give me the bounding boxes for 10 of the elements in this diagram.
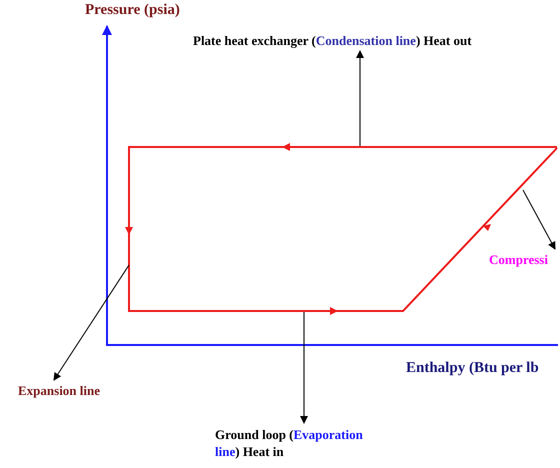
heat-in-label: Ground loop (Evaporation line) Heat in	[215, 426, 390, 460]
leader-arrow	[522, 190, 556, 250]
y-axis-title: Pressure (psia)	[85, 2, 180, 19]
heat-out-label: Plate heat exchanger (Condensation line) Heat out	[193, 32, 472, 49]
expansion-label: Expansion line	[18, 382, 100, 399]
leader-arrow	[356, 50, 364, 146]
compression-label: Compressi	[489, 251, 548, 268]
x-axis-title: Enthalpy (Btu per lb	[406, 360, 539, 377]
leader-arrow	[53, 264, 130, 381]
leader-arrow	[300, 312, 308, 424]
